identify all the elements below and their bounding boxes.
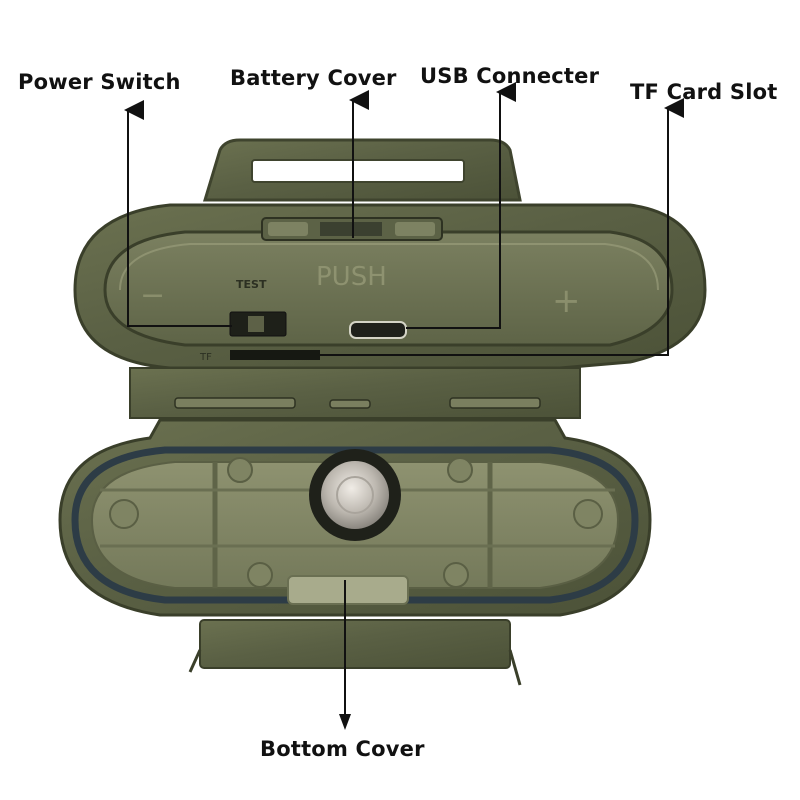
usb-connector-arrow: [406, 82, 516, 329]
tf-card-slot-label: TF Card Slot: [630, 80, 778, 104]
battery-cover-label: Battery Cover: [230, 66, 397, 90]
tf-card-slot: [230, 350, 320, 360]
hinge: [129, 367, 581, 419]
cover-gasket: [71, 446, 639, 604]
bottom-cover-label: Bottom Cover: [260, 737, 425, 761]
battery-compartment: − + PUSH TEST TF: [73, 138, 707, 370]
test-marking: TEST: [236, 278, 267, 291]
minus-marking: −: [140, 278, 165, 313]
tf-marking: TF: [199, 352, 212, 363]
usb-connector: [349, 321, 407, 339]
push-marking: PUSH: [316, 262, 387, 292]
power-switch-arrow: [124, 100, 232, 327]
callout-lines: [124, 82, 684, 730]
power-switch-label: Power Switch: [18, 70, 181, 94]
cover-pull-tab: [287, 575, 409, 605]
bottom-cover: [58, 418, 652, 686]
tf-card-slot-arrow: [320, 98, 684, 356]
plus-marking: +: [552, 281, 581, 321]
